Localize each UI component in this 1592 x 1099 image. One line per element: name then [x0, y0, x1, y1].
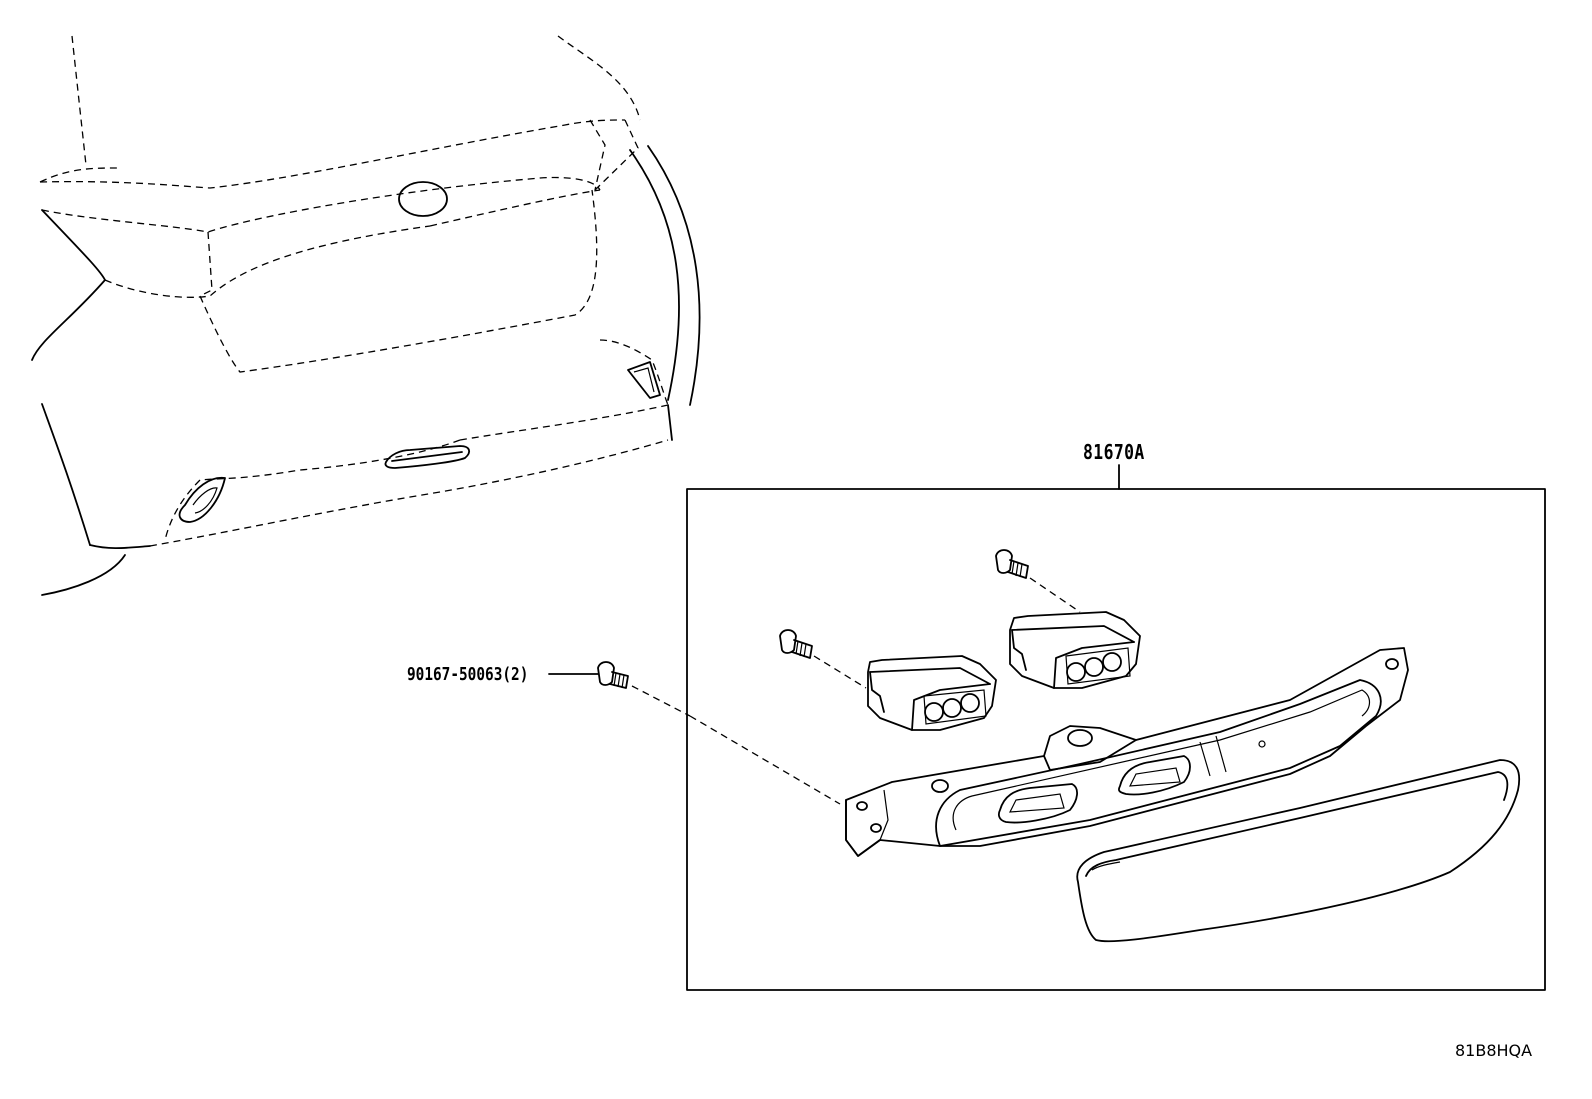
install-path: [631, 685, 691, 717]
bulb-screw-icon: [779, 629, 867, 689]
assembly-part-number: 81670A: [1083, 440, 1145, 464]
lamp-socket-icon: [867, 655, 997, 731]
screw-icon: [597, 661, 629, 689]
lamp-socket-icon: [1009, 611, 1141, 689]
screw-part-number: 90167-50063(2): [407, 664, 529, 685]
diagram-code: 81B8HQA: [1455, 1041, 1533, 1060]
vehicle-rear-outline: [31, 35, 701, 596]
assembly-box: [686, 464, 1546, 991]
bulb-screw-icon: [995, 549, 1081, 613]
lamp-housing-icon: [845, 647, 1409, 857]
lamp-lens-icon: [1076, 759, 1521, 943]
